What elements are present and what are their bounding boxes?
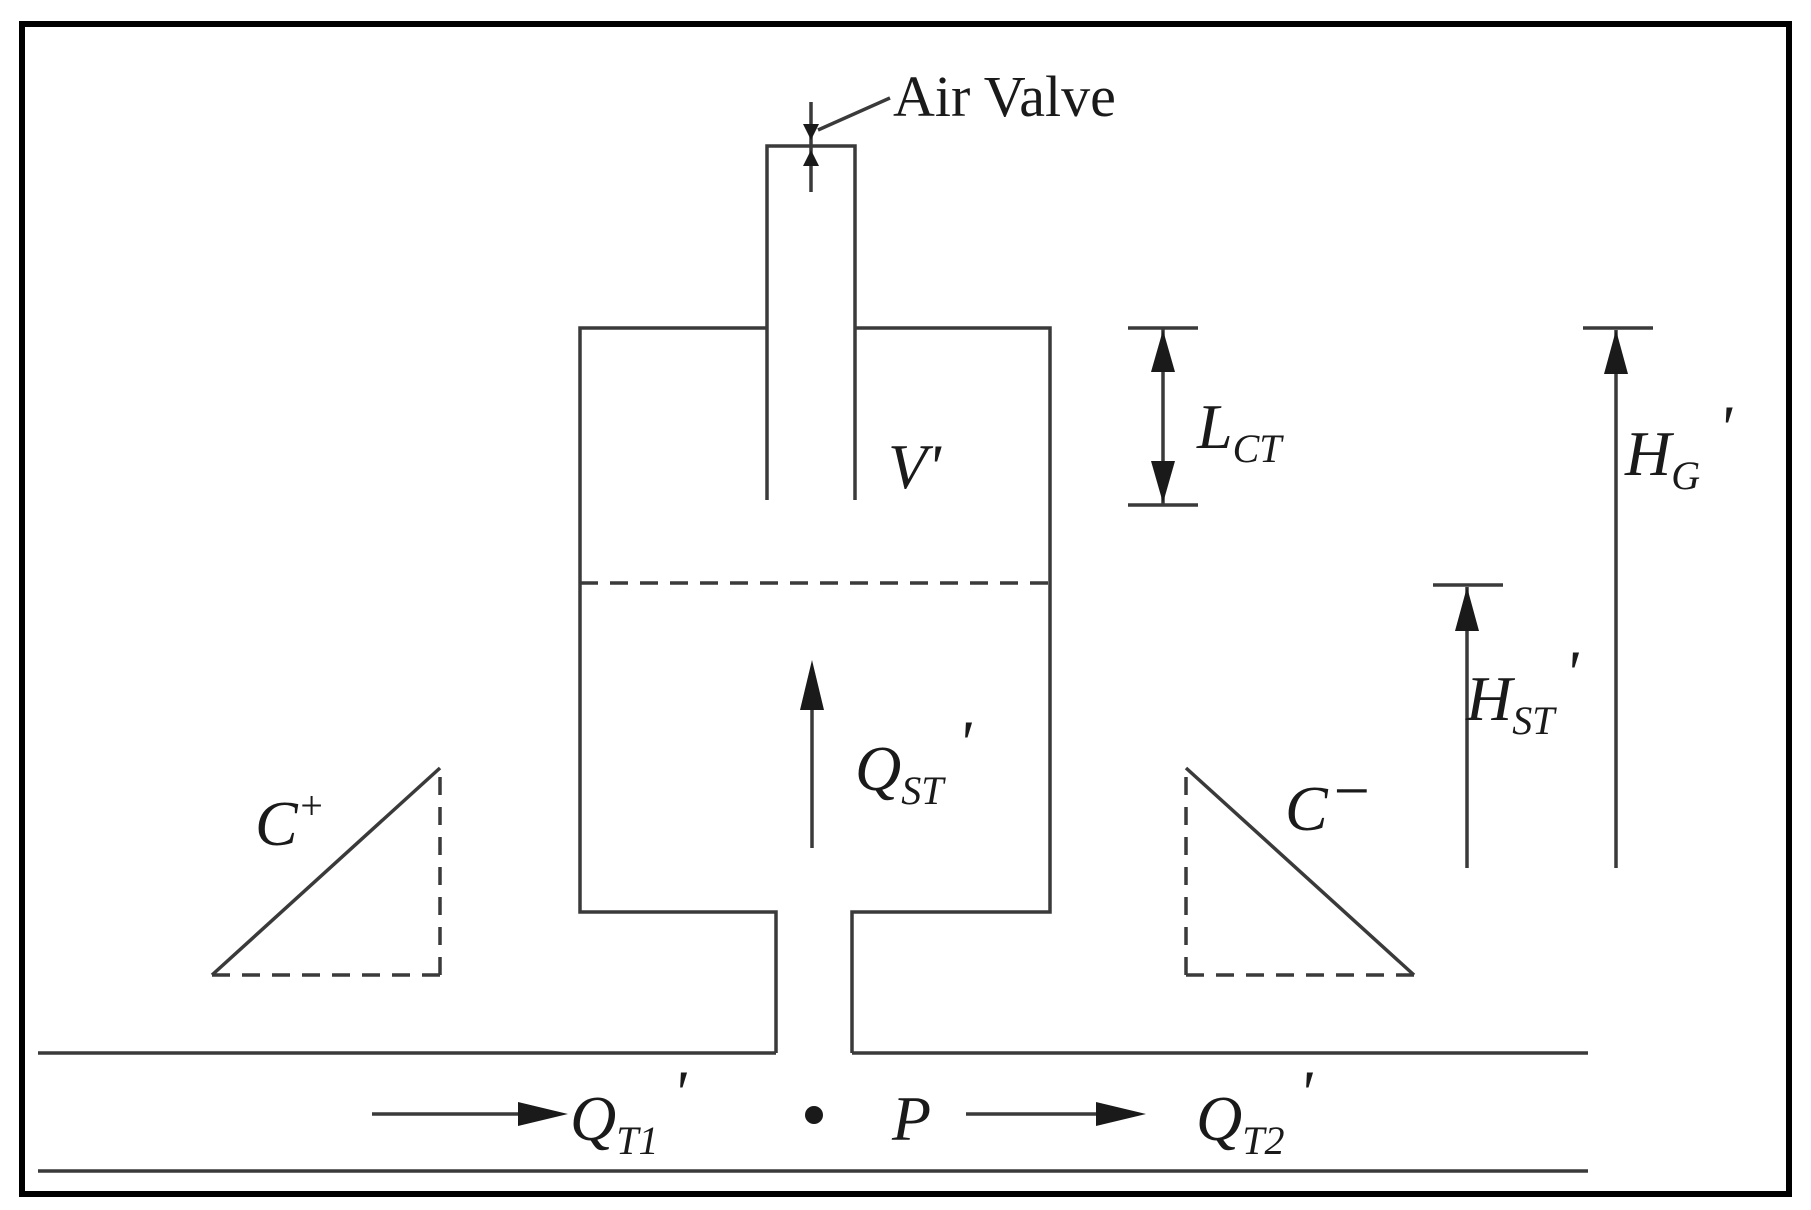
- c-minus-sign: −: [1334, 755, 1370, 826]
- l-ct-label: LCT: [1196, 391, 1284, 471]
- h-st-sub: ST: [1512, 698, 1557, 743]
- h-st-main: H: [1465, 663, 1516, 734]
- q-st-arrow: [800, 660, 824, 848]
- q-st-sub: ST: [901, 768, 946, 813]
- main-pipe: [38, 1051, 1588, 1173]
- q-t2-arrow: [966, 1102, 1146, 1126]
- q-st-main: Q: [855, 733, 901, 804]
- q-t2-main: Q: [1196, 1083, 1242, 1154]
- point-p-label: P: [891, 1083, 931, 1154]
- l-ct-main: L: [1196, 391, 1233, 462]
- air-valve-icon: [803, 96, 891, 192]
- q-t1-arrow: [372, 1102, 568, 1126]
- q-t1-sub: T1: [616, 1118, 658, 1163]
- c-plus-sup: +: [298, 783, 325, 828]
- air-volume-label: V': [888, 431, 942, 502]
- q-t1-label: QT1 ': [570, 1057, 687, 1163]
- c-plus-triangle: [210, 766, 442, 977]
- q-t2-prime: ': [1298, 1057, 1313, 1128]
- h-g-main: H: [1624, 418, 1675, 489]
- l-ct-dimension: [1128, 326, 1198, 507]
- h-st-prime: ': [1564, 637, 1579, 708]
- c-plus-main: C: [255, 788, 299, 859]
- h-st-label: HST': [1465, 637, 1579, 743]
- c-minus-label: C−: [1285, 755, 1370, 844]
- h-st-arrow: [1433, 583, 1503, 868]
- h-g-sub: G: [1671, 453, 1700, 498]
- c-plus-label: C+: [255, 783, 325, 859]
- surge-tank-body: [578, 326, 1052, 1053]
- l-ct-sub: CT: [1233, 426, 1285, 471]
- junction-point: [805, 1106, 823, 1124]
- h-g-label: HG ': [1624, 392, 1733, 498]
- q-st-label: QST': [855, 707, 972, 813]
- air-valve-stem: [765, 144, 857, 500]
- air-valve-label: Air Valve: [893, 64, 1116, 129]
- q-t2-label: QT2 ': [1196, 1057, 1313, 1163]
- diagram-frame: [19, 21, 1792, 1197]
- c-minus-main: C: [1285, 773, 1329, 844]
- q-t1-main: Q: [570, 1083, 616, 1154]
- h-g-prime: ': [1718, 392, 1733, 463]
- h-g-arrow: [1583, 326, 1653, 868]
- c-minus-triangle: [1184, 766, 1416, 977]
- q-t1-prime: ': [672, 1057, 687, 1128]
- q-t2-sub: T2: [1242, 1118, 1284, 1163]
- q-st-prime: ': [957, 707, 972, 778]
